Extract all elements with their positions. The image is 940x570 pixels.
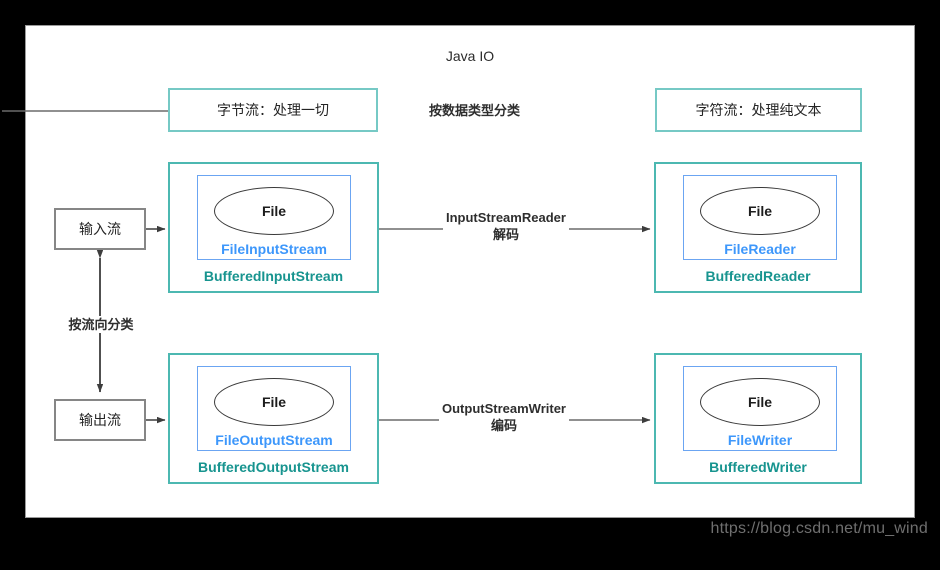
outer-label-buffered-input-stream: BufferedInputStream — [203, 268, 344, 284]
watermark-url: https://blog.csdn.net/mu_wind — [710, 520, 928, 537]
edge-label-main: OutputStreamWriter — [442, 401, 566, 416]
edge-label-by-direction: 按流向分类 — [55, 316, 147, 333]
edge-label-by-data-type: 按数据类型分类 — [426, 102, 524, 119]
edge-label-sub: 解码 — [492, 227, 519, 242]
stream-box-buffered-writer[interactable]: File FileWriter BufferedWriter — [654, 353, 862, 484]
inner-label-file-input-stream: FileInputStream — [221, 241, 327, 257]
inner-label-file-writer: FileWriter — [727, 432, 793, 448]
file-box-file-writer[interactable]: File FileWriter — [683, 366, 837, 451]
file-ellipse: File — [700, 378, 820, 426]
direction-box-output[interactable]: 输出流 — [54, 399, 146, 441]
edge-label-sub: 编码 — [490, 418, 517, 433]
category-label-byte-stream: 字节流：处理一切 — [217, 102, 329, 118]
inner-label-file-output-stream: FileOutputStream — [215, 432, 333, 448]
direction-label-output: 输出流 — [79, 412, 121, 428]
edge-label-input-stream-reader: InputStreamReader 解码 — [443, 209, 569, 243]
stream-box-buffered-input-stream[interactable]: File FileInputStream BufferedInputStream — [168, 162, 379, 293]
edge-label-output-stream-writer: OutputStreamWriter 编码 — [439, 400, 569, 434]
page-title: Java IO — [445, 48, 495, 64]
stream-box-buffered-reader[interactable]: File FileReader BufferedReader — [654, 162, 862, 293]
diagram-canvas: Java IO 字节流：处理一切 字符流：处理纯文本 按数据类型分类 输入流 输… — [2, 25, 915, 518]
file-ellipse: File — [214, 187, 334, 235]
stream-box-buffered-output-stream[interactable]: File FileOutputStream BufferedOutputStre… — [168, 353, 379, 484]
file-box-file-reader[interactable]: File FileReader — [683, 175, 837, 260]
file-box-file-output-stream[interactable]: File FileOutputStream — [197, 366, 351, 451]
category-box-char-stream[interactable]: 字符流：处理纯文本 — [655, 88, 862, 132]
file-box-file-input-stream[interactable]: File FileInputStream — [197, 175, 351, 260]
category-box-byte-stream[interactable]: 字节流：处理一切 — [168, 88, 378, 132]
outer-label-buffered-writer: BufferedWriter — [709, 459, 807, 475]
outer-label-buffered-reader: BufferedReader — [705, 268, 811, 284]
outer-label-buffered-output-stream: BufferedOutputStream — [198, 459, 349, 475]
direction-box-input[interactable]: 输入流 — [54, 208, 146, 250]
file-ellipse: File — [700, 187, 820, 235]
file-ellipse: File — [214, 378, 334, 426]
edge-label-main: InputStreamReader — [446, 210, 566, 225]
category-label-char-stream: 字符流：处理纯文本 — [695, 102, 822, 118]
inner-label-file-reader: FileReader — [724, 241, 796, 257]
direction-label-input: 输入流 — [79, 221, 121, 237]
